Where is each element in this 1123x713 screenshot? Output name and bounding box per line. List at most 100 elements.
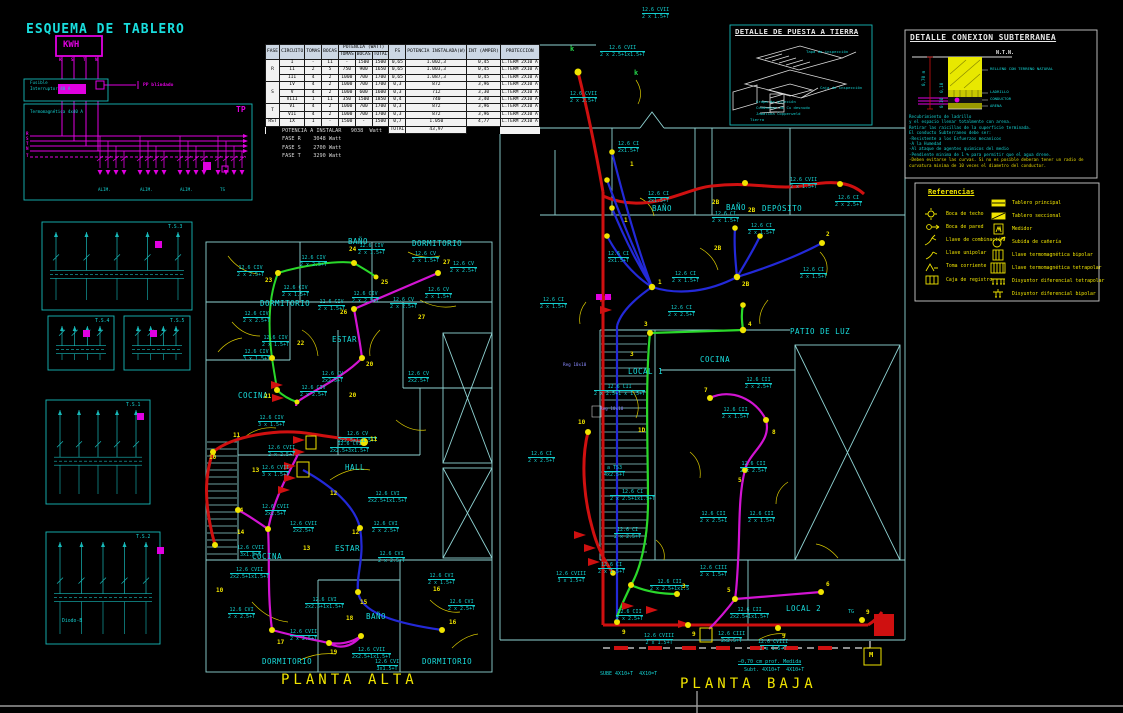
outlet-icon (922, 261, 942, 273)
node-number: 11 (233, 432, 241, 439)
schematic-label: R (26, 131, 29, 136)
junction-nodes (574, 68, 865, 631)
ceiling-light-icon (922, 208, 942, 220)
node-number: 17 (277, 639, 285, 646)
node-number: 26 (340, 309, 348, 316)
node-number: 23 (265, 277, 273, 284)
legend-item: Subida de cañería (988, 236, 1061, 248)
underground-note-line: Retirar las raicillas de la superficie t… (909, 124, 1032, 130)
node-number: 7 (704, 387, 708, 394)
annotation-label: Reg 10x10 (563, 363, 587, 368)
kwh-meter-label: KWH (63, 40, 80, 50)
layer-label: RELLENO CON TERRENO NATURAL (990, 66, 1054, 71)
legend-item: Tablero principal (988, 197, 1061, 209)
wall-light-icon (922, 221, 942, 233)
node-number: 27 (418, 314, 426, 321)
detail-label: Grapa de sujeción (756, 99, 796, 104)
room-label: LOCAL 2 (786, 604, 822, 613)
schematic-label: ALIM. (98, 187, 111, 192)
detail-label: Tapa de inspección (806, 49, 849, 54)
room-label: COCINA (700, 355, 731, 364)
panel-main-icon (988, 197, 1008, 209)
node-number: 3 (630, 351, 634, 358)
node-number: 5 (727, 587, 731, 594)
schematic-label: N (95, 57, 98, 62)
node-number: 10 (578, 419, 586, 426)
node-number: 14 (236, 507, 244, 514)
sectional-panel-label: T.S.4 (95, 319, 110, 324)
underground-note-line: -Pendiente minima de 1 % para permitir q… (909, 151, 1052, 157)
legend-item-label: Caja de registro (946, 277, 993, 283)
breaker-bipolar-icon (988, 249, 1008, 261)
room-label: HALL (345, 463, 366, 472)
legend-box (914, 182, 1100, 302)
sectional-panel-label: Diodo-B (62, 619, 83, 624)
detail-label: Conductor de Cu desnudo (756, 105, 810, 110)
node-number: 22 (297, 340, 305, 347)
node-number: 9 (866, 609, 870, 616)
switch-leg-wiring (579, 79, 839, 641)
node-number: 1 (624, 217, 628, 224)
node-number: 12 (352, 529, 360, 536)
schematic-label: ALIM. (180, 187, 193, 192)
node-number: 10 (216, 587, 224, 594)
circuit-ci-wire-blue (605, 151, 823, 622)
rcd-tetrapolar-icon (988, 275, 1008, 287)
legend-item-label: Boca de pared (946, 224, 984, 230)
legend-item: Llave de combinación (922, 234, 1004, 246)
detail-label: Tierra (750, 117, 765, 122)
node-number: 13 (252, 467, 260, 474)
node-number: 3 (682, 583, 686, 590)
sectional-panel-box (296, 461, 310, 478)
node-number: 16 (433, 586, 441, 593)
schematic-label: Interruptor 40 A (30, 86, 71, 91)
legend-item: Llave termomagnética tetrapolar (988, 262, 1102, 274)
room-label: BAÑO (652, 204, 673, 213)
node-number: 2B (714, 245, 722, 252)
circuit-cvii-wire-red (576, 71, 884, 627)
annotation-label: Subt. 4X10+T 4X10+T (744, 667, 805, 673)
node-number: 4 (748, 321, 752, 328)
tp-panel-label: TP (236, 105, 246, 114)
dim-070m: 0,70 m (921, 70, 926, 86)
underground-note-line: -Resistente a los Esfuerzos mecanicos (909, 135, 1002, 141)
node-number: 25 (381, 279, 389, 286)
underground-note-line: -Deben evitarse las curvas. Si no es pos… (909, 157, 1084, 168)
annotation-label: SUBE 4X10+T 4X10=T (600, 671, 658, 677)
node-number: 18 (346, 615, 354, 622)
schematic-label: TS (220, 187, 226, 192)
planta-baja-title: PLANTA BAJA (680, 676, 817, 692)
legend-item-label: Tablero principal (1012, 200, 1062, 206)
meter-icon (988, 223, 1008, 235)
main-panel-box (874, 614, 894, 636)
junction-nodes (210, 260, 445, 646)
panel-sectional-icon (988, 210, 1008, 222)
annotation-label: —0,70 cm prof. Medida (738, 659, 802, 665)
circuit-cvi-wire (302, 469, 443, 632)
room-label: LOCAL 1 (628, 367, 664, 376)
underground-note-line: -A la Humedad (909, 140, 942, 146)
legend-item-label: Llave de combinación (946, 237, 1004, 243)
